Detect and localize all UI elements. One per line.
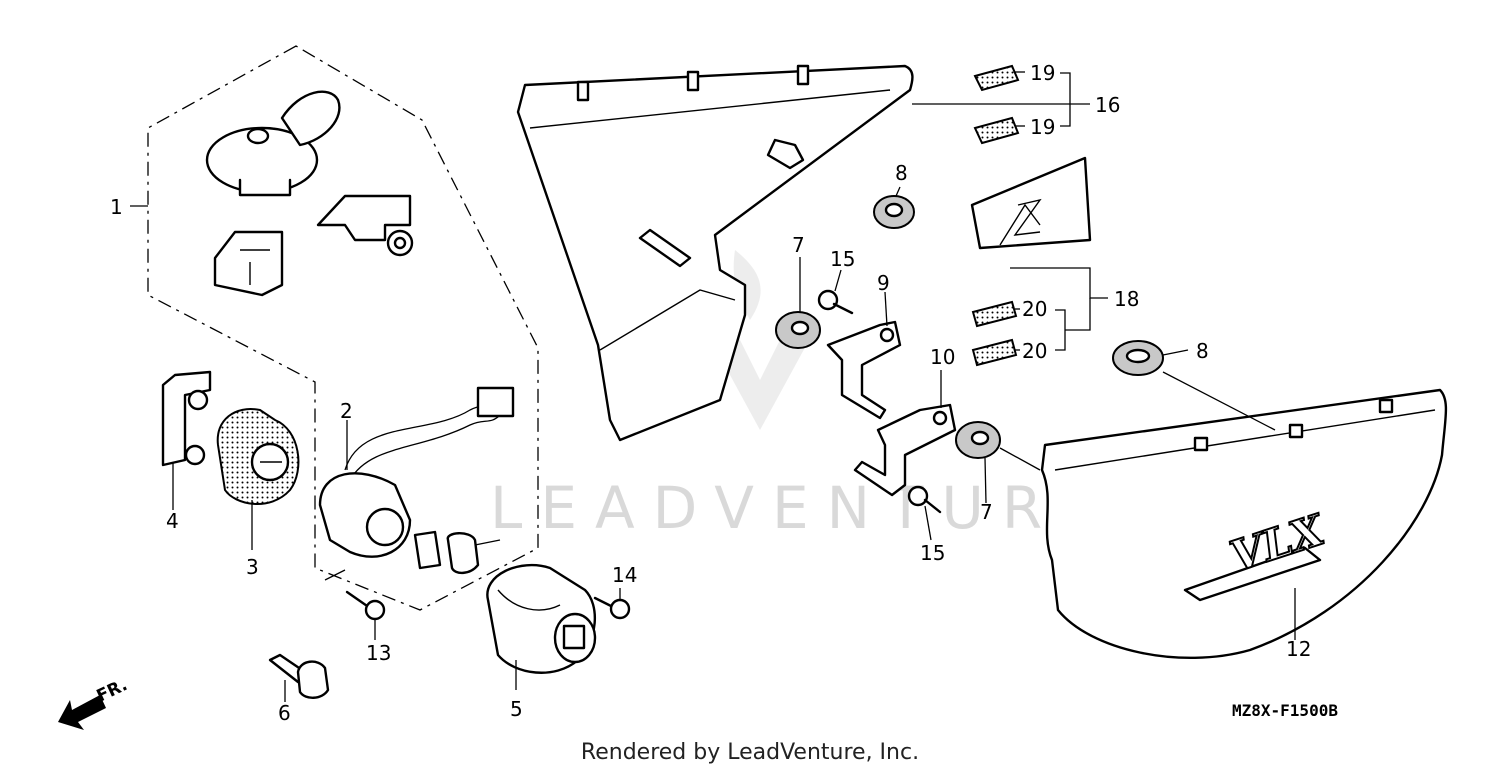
pad-20a-icon bbox=[971, 300, 1018, 328]
grommet-7b-icon bbox=[955, 421, 1001, 459]
callout-20b: 20 bbox=[1022, 339, 1047, 363]
callout-19b: 19 bbox=[1030, 115, 1055, 139]
callout-16: 16 bbox=[1095, 93, 1120, 117]
callout-13: 13 bbox=[366, 641, 391, 665]
grommet-right-icon bbox=[1112, 340, 1164, 376]
watermark-text: LEADVENTURE bbox=[490, 474, 1115, 542]
grommet-7a-icon bbox=[775, 311, 821, 349]
front-direction-label: FR. bbox=[94, 675, 131, 706]
bolt-15a-icon bbox=[817, 289, 854, 315]
right-side-cover-icon: VLX bbox=[1040, 388, 1448, 660]
callout-10: 10 bbox=[930, 345, 955, 369]
callout-7a: 7 bbox=[792, 233, 805, 257]
small-cover-icon bbox=[213, 230, 284, 297]
pad-19b-icon bbox=[973, 116, 1020, 145]
bolt-15b-icon bbox=[907, 485, 942, 514]
callout-19a: 19 bbox=[1030, 61, 1055, 85]
footer-credit: Rendered by LeadVenture, Inc. bbox=[580, 740, 920, 765]
key-icon bbox=[268, 653, 330, 699]
callout-2: 2 bbox=[340, 399, 353, 423]
callout-14: 14 bbox=[612, 563, 637, 587]
bracket-10-icon bbox=[853, 403, 957, 497]
diagram-code: MZ8X-F1500B bbox=[1232, 701, 1338, 720]
screw-14-icon bbox=[593, 596, 631, 620]
front-arrow-icon: FR. bbox=[58, 675, 131, 730]
callout-8b: 8 bbox=[1196, 339, 1209, 363]
lock-plate-icon bbox=[161, 370, 212, 467]
ignition-switch-icon bbox=[318, 386, 515, 575]
pad-20b-icon bbox=[971, 338, 1018, 367]
callout-9: 9 bbox=[877, 271, 890, 295]
callout-20a: 20 bbox=[1022, 297, 1047, 321]
lock-cylinder-icon bbox=[216, 408, 300, 505]
callout-15b: 15 bbox=[920, 541, 945, 565]
callout-15a: 15 bbox=[830, 247, 855, 271]
emblem-18-icon bbox=[970, 156, 1092, 250]
grommet-top-icon bbox=[873, 195, 915, 229]
screw-13-icon bbox=[345, 590, 386, 621]
lock-body-icon bbox=[486, 563, 597, 674]
cap-bracket-icon bbox=[316, 194, 414, 257]
callout-12: 12 bbox=[1286, 637, 1311, 661]
kit-outline bbox=[147, 45, 539, 611]
callout-6: 6 bbox=[278, 701, 291, 725]
callout-7b: 7 bbox=[980, 500, 993, 524]
fuel-cap-icon bbox=[205, 90, 341, 197]
callout-5: 5 bbox=[510, 697, 523, 721]
callout-8a: 8 bbox=[895, 161, 908, 185]
pad-19a-icon bbox=[973, 64, 1020, 92]
callout-4: 4 bbox=[166, 509, 179, 533]
leader-lines bbox=[130, 71, 1296, 702]
left-side-cover-icon bbox=[516, 64, 914, 442]
bracket-9-icon bbox=[826, 320, 902, 420]
callout-18: 18 bbox=[1114, 287, 1139, 311]
callout-1: 1 bbox=[110, 195, 123, 219]
callout-3: 3 bbox=[246, 555, 259, 579]
